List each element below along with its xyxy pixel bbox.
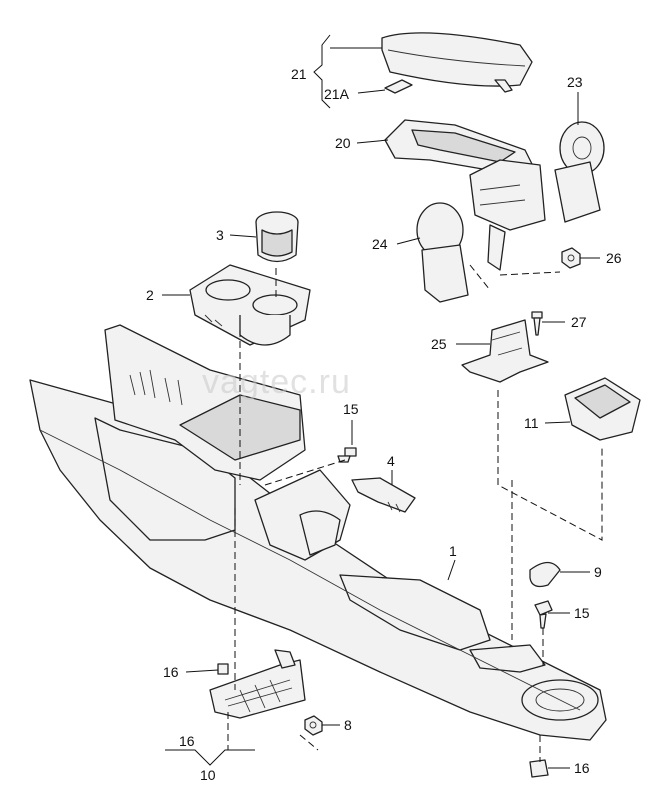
callout-11: 11 (524, 415, 539, 431)
callout-20: 20 (335, 135, 351, 151)
callout-labels: 21 21A 20 23 3 24 26 2 27 25 15 11 4 1 9… (146, 66, 622, 783)
lower-trim-tray (209, 649, 306, 719)
hinge-cover (554, 121, 605, 223)
callout-16-tray: 16 (163, 664, 179, 680)
trim-clip-strip (351, 477, 416, 513)
armrest-base (384, 119, 546, 271)
center-console-body (29, 324, 607, 741)
lid-clip (384, 79, 413, 94)
callout-4: 4 (387, 453, 395, 469)
callout-8: 8 (344, 717, 352, 733)
armrest-lid (381, 32, 533, 93)
callout-16-bottom: 16 (574, 760, 590, 776)
watermark: vagtec.ru (202, 363, 351, 401)
callout-10: 10 (200, 767, 216, 783)
screw-15-upper (337, 447, 357, 463)
callout-21: 21 (291, 66, 307, 82)
callout-23: 23 (567, 74, 583, 90)
mounting-bracket (461, 319, 549, 383)
callout-16-bracket: 16 (179, 733, 195, 749)
callout-2: 2 (146, 287, 154, 303)
cup-holder-insert (189, 264, 311, 346)
callout-26: 26 (606, 250, 622, 266)
callout-3: 3 (216, 227, 224, 243)
hex-nut-26 (561, 247, 581, 269)
storage-tray (564, 377, 641, 441)
side-knob-bracket (416, 202, 469, 303)
callout-15-upper: 15 (343, 401, 359, 417)
assembly-dash-lines (227, 264, 603, 762)
cover-cap (529, 561, 561, 588)
hex-nut-8 (304, 715, 323, 736)
callout-25: 25 (431, 336, 447, 352)
clip-16-bottom (529, 759, 549, 778)
callout-1: 1 (449, 543, 457, 559)
callout-9: 9 (594, 564, 602, 580)
callout-21a: 21A (324, 86, 350, 102)
clip-16-tray (217, 663, 229, 675)
leader-lines (162, 34, 600, 769)
callout-27: 27 (571, 314, 587, 330)
screw-27 (531, 311, 543, 336)
callout-15-lower: 15 (574, 605, 590, 621)
cup-insert (255, 211, 299, 263)
callout-24: 24 (372, 236, 388, 252)
screw-15-lower (534, 600, 553, 629)
